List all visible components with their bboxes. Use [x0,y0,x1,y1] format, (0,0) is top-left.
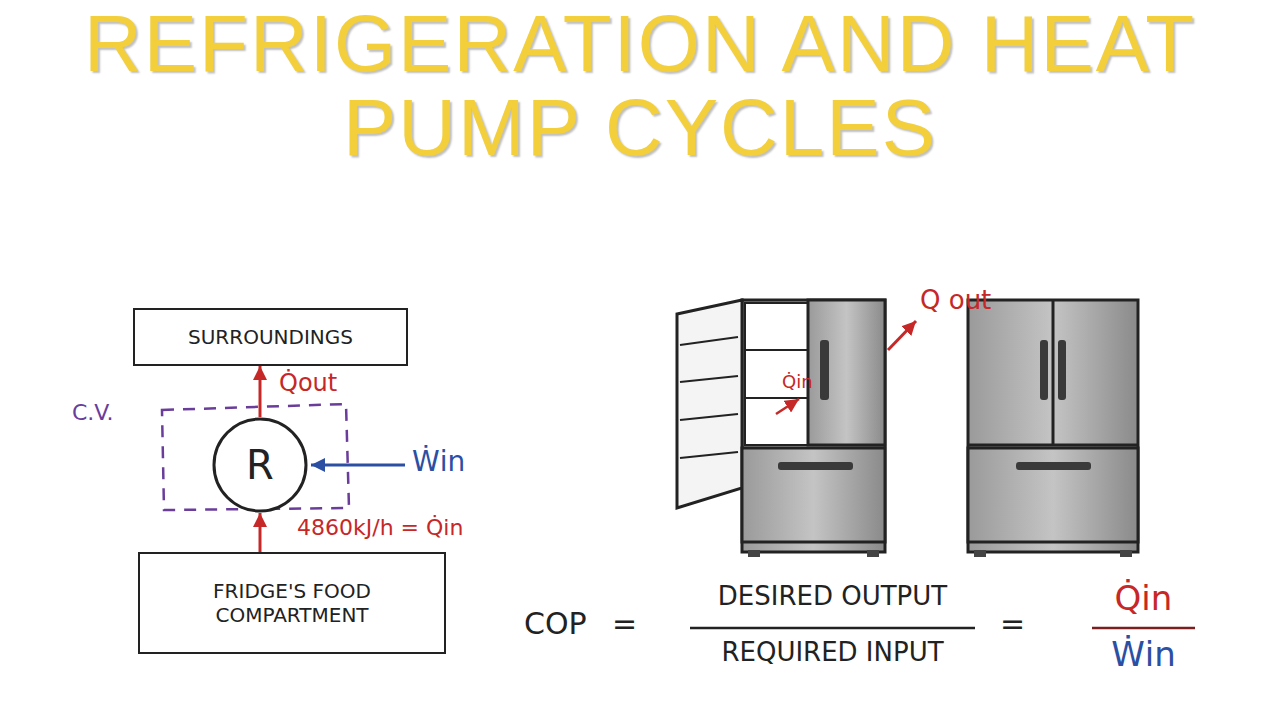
region-label: C.V. [72,400,114,426]
work-arrow [311,464,405,467]
equals-sign: = [1000,607,1025,640]
open-fridge [680,414,738,420]
heat-flow-arrow [259,366,262,417]
refrigerator-circle: R [212,417,308,513]
closed-fridge [968,444,1138,447]
open-fridge [888,321,916,350]
denominator-symbol: Ẇin [1092,636,1195,673]
page-title: REFRIGERATION AND HEAT PUMP CYCLES [0,2,1280,170]
closed-fridge [968,300,1138,552]
control-volume: C.V.R [158,400,352,512]
closed-fridge [968,300,1138,557]
open-fridge [776,399,799,414]
numerator-symbol: Q̇in [1092,580,1195,617]
open-fridge [808,300,885,445]
cop-symbol: COP [524,607,587,640]
closed-fridge [1058,340,1066,400]
denominator-text: REQUIRED INPUT [690,638,975,667]
closed-fridge [1040,340,1048,400]
open-fridge [680,376,738,382]
surroundings-box: SURROUNDINGS [133,308,408,366]
open-fridge [742,448,885,542]
open-fridge [745,349,808,351]
closed-fridge [1016,462,1091,470]
open-fridge [742,300,885,552]
closed-fridge [1120,550,1132,557]
heat-flow-arrow [259,513,262,552]
open-fridge [677,300,916,557]
heat-in-label: Q̇in [782,372,813,392]
open-fridge [680,452,738,458]
work-label: Ẇin [412,447,465,478]
food-compartment-box: FRIDGE'S FOOD COMPARTMENT [138,552,446,654]
numerator-text: DESIRED OUTPUT [690,582,975,611]
fraction-bar [1092,627,1195,630]
circle-outline [214,419,306,511]
open-fridge [820,340,829,400]
closed-fridge [1052,300,1055,445]
equals-sign: = [612,607,637,640]
heat-rate-label: Q̇out [276,370,340,396]
closed-fridge [974,550,986,557]
open-fridge [680,337,738,345]
node-label: FRIDGE'S FOOD COMPARTMENT [162,579,422,627]
open-fridge [778,462,853,470]
node-label: R [246,441,274,489]
node-label: SURROUNDINGS [188,325,353,349]
open-fridge [867,550,879,557]
heat-out-label: Q out [920,286,991,315]
closed-fridge [968,448,1138,542]
open-fridge [748,550,760,557]
dashed-outline [162,404,349,510]
fraction-bar [690,627,975,630]
open-fridge [677,300,742,508]
heat-rate-label: 4860kJ/h = Q̇in [294,516,466,540]
